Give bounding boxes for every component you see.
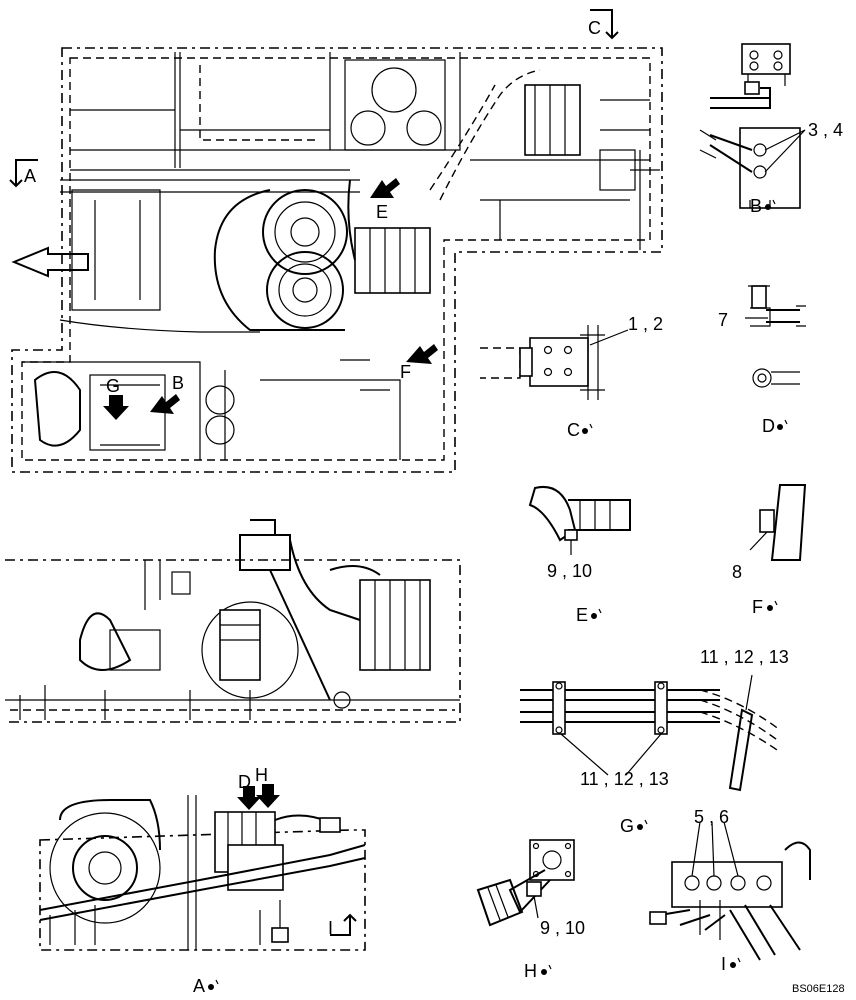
section-c-label: C	[588, 18, 601, 38]
part-8-label: 8	[732, 562, 742, 582]
view-dot-tick-icon	[637, 819, 648, 830]
callout-f-label: F	[400, 362, 411, 382]
side-view	[5, 519, 461, 723]
section-cut-c: C	[588, 9, 619, 40]
section-i-label: I	[328, 918, 333, 938]
view-dot-tick-icon	[582, 423, 593, 434]
view-dot-tick-icon	[765, 199, 776, 210]
view-e-detail	[528, 486, 631, 555]
solid-black-arrow-icon-e: E	[370, 178, 400, 222]
part-9-10-e-label: 9 , 10	[547, 561, 592, 581]
view-f-detail	[749, 484, 807, 561]
view-dot-tick-icon	[777, 419, 788, 430]
view-i-title: I	[721, 954, 726, 974]
view-c-title: C	[567, 420, 580, 440]
view-g-title: G	[620, 816, 634, 836]
part-3-4-label: 3 , 4	[808, 120, 843, 140]
solid-black-arrow-icon-d	[237, 786, 261, 810]
callout-e-label: E	[376, 202, 388, 222]
view-b-detail	[699, 43, 806, 209]
view-f-title: F	[752, 597, 763, 617]
view-dot-tick-icon	[767, 600, 778, 611]
callout-g-label: G	[106, 376, 120, 396]
view-dot-tick-icon	[730, 957, 741, 968]
part-11-12-13-bottom-label: 11 , 12 , 13	[580, 769, 669, 789]
view-d-title: D	[762, 416, 775, 436]
view-c-detail	[480, 325, 629, 400]
solid-black-arrow-icon-f: F	[400, 344, 438, 382]
solid-black-arrow-icon-h	[256, 784, 280, 808]
main-frame-top-view	[11, 47, 663, 473]
part-7-label: 7	[718, 310, 728, 330]
rear-section-view	[39, 795, 366, 951]
view-h-detail	[476, 839, 575, 927]
section-cut-i: I	[328, 913, 357, 938]
callout-d-label: D	[238, 772, 251, 792]
view-a-title: A	[193, 976, 205, 996]
part-5-6-label: 5 , 6	[694, 807, 729, 827]
callout-h-label: H	[255, 765, 268, 785]
view-dot-tick-icon	[541, 964, 552, 975]
view-b-title: B	[750, 196, 762, 216]
part-9-10-h-label: 9 , 10	[540, 918, 585, 938]
section-a-label: A	[24, 166, 36, 186]
solid-black-arrow-icon-g: G	[103, 376, 129, 420]
part-1-2-label: 1 , 2	[628, 314, 663, 334]
left-arrow-outline-icon	[11, 246, 89, 278]
part-11-12-13-top-label: 11 , 12 , 13	[700, 647, 789, 667]
section-cut-a: A	[9, 159, 38, 188]
solid-black-arrow-icon-b: B	[150, 373, 184, 414]
view-dot-tick-icon	[208, 979, 219, 990]
view-d-detail	[745, 285, 806, 388]
callout-b-label: B	[172, 373, 184, 393]
view-e-title: E	[576, 605, 588, 625]
view-g-detail	[520, 674, 781, 792]
view-h-title: H	[524, 961, 537, 981]
view-dot-tick-icon	[591, 608, 602, 619]
drawing-code: BS06E128	[792, 983, 845, 995]
view-i-detail	[649, 821, 811, 961]
